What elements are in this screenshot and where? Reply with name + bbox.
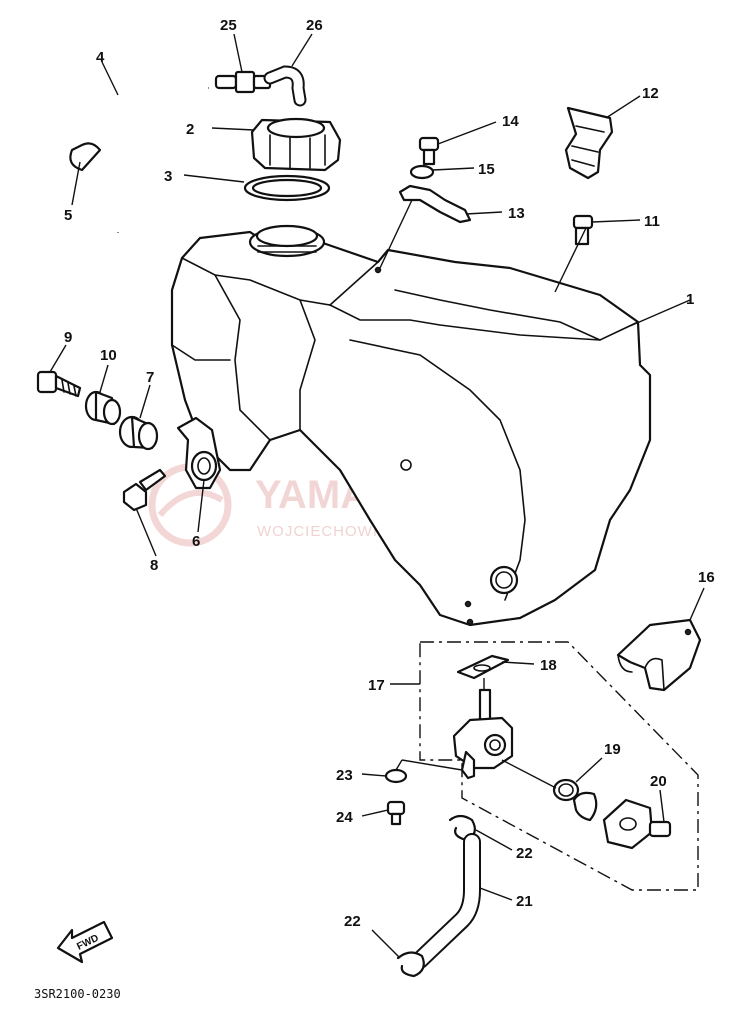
part-5-hose-clip (69, 142, 102, 172)
part-9-bolt (36, 370, 82, 398)
part-17-fuel-cock (452, 688, 514, 780)
part-16-bracket (616, 618, 702, 692)
callout-22-upper: 22 (516, 845, 533, 862)
callout-17: 17 (368, 677, 385, 694)
callout-13: 13 (508, 205, 525, 222)
callout-24: 24 (336, 809, 353, 826)
part-2-fuel-cap (250, 117, 342, 172)
callout-8: 8 (150, 557, 158, 574)
callout-12: 12 (642, 85, 659, 102)
callout-25: 25 (220, 17, 237, 34)
part-21-fuel-hose (411, 833, 481, 969)
callout-5: 5 (64, 207, 72, 224)
callout-labels: 1 2 3 4 5 6 7 8 9 10 11 12 13 14 15 16 1… (64, 17, 715, 930)
part-24-screw (386, 800, 406, 826)
part-18-gasket (456, 654, 510, 680)
part-12-damper (564, 106, 614, 180)
callout-22-lower: 22 (344, 913, 361, 930)
callout-1: 1 (686, 291, 694, 308)
part-23-washer (384, 768, 408, 784)
callout-2: 2 (186, 121, 194, 138)
leader-lines (49, 33, 705, 959)
part-19-lever (572, 791, 598, 822)
callout-15: 15 (478, 161, 495, 178)
callout-3: 3 (164, 168, 172, 185)
part-17-group-outline (419, 641, 699, 891)
callout-6: 6 (192, 533, 200, 550)
callout-4: 4 (96, 49, 105, 66)
part-11-screw (572, 214, 594, 246)
callout-23: 23 (336, 767, 353, 784)
part-1-fuel-tank (170, 224, 652, 627)
callout-20: 20 (650, 773, 667, 790)
part-25-fitting (214, 70, 272, 94)
part-19-o-ring (552, 778, 580, 802)
callout-16: 16 (698, 569, 715, 586)
callout-7: 7 (146, 369, 154, 386)
part-13-bracket (398, 184, 472, 224)
callout-21: 21 (516, 893, 533, 910)
part-8-bolt (122, 468, 167, 512)
part-20-screw (602, 798, 672, 850)
callout-26: 26 (306, 17, 323, 34)
part-7-damper (118, 415, 159, 451)
part-22-clip-lower (396, 951, 425, 978)
callout-10: 10 (100, 347, 117, 364)
callout-9: 9 (64, 329, 72, 346)
part-6-bracket (176, 416, 222, 490)
watermark-logo-swoosh (157, 489, 224, 517)
part-14-screw (418, 136, 440, 166)
callout-11: 11 (644, 213, 660, 230)
fwd-arrow-icon: FWD (56, 920, 114, 964)
diagram-code: 3SR2100-0230 (34, 987, 121, 1001)
callout-19: 19 (604, 741, 621, 758)
part-10-collar (84, 390, 122, 426)
callout-18: 18 (540, 657, 557, 674)
callout-14: 14 (502, 113, 519, 130)
part-15-washer (409, 164, 435, 180)
